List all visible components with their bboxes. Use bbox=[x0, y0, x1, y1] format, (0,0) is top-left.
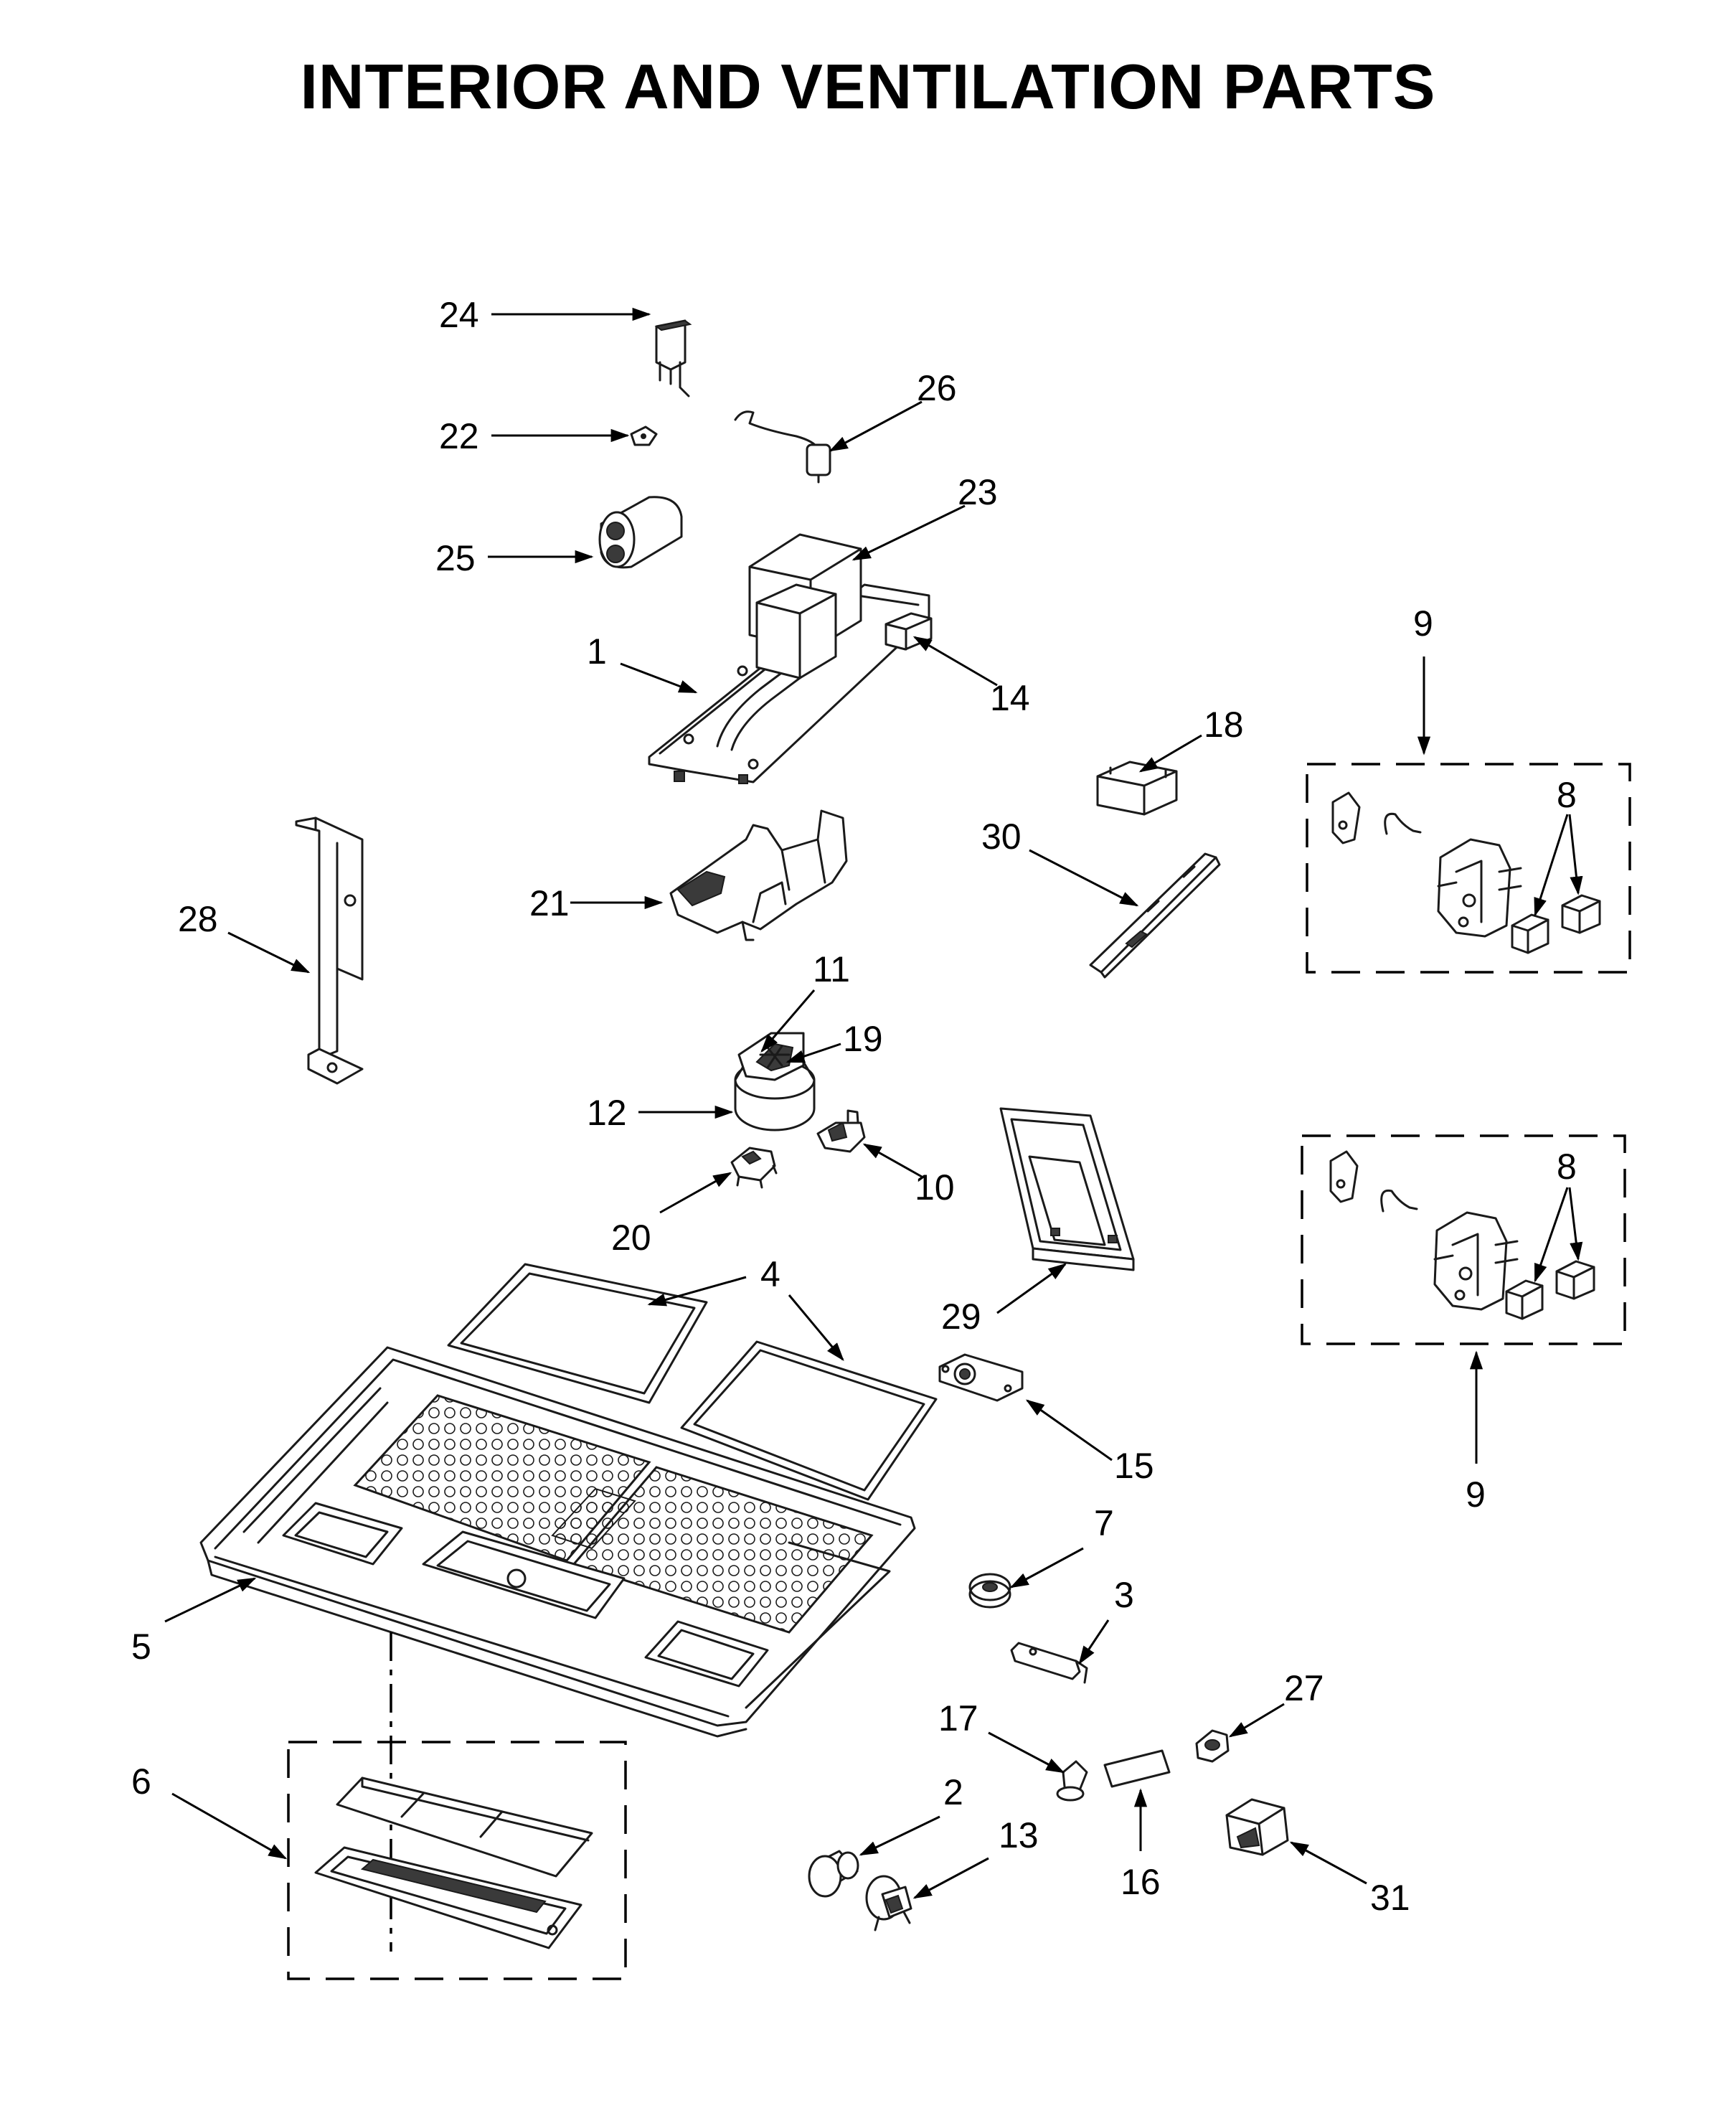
part-8-switch-upper-b bbox=[1561, 894, 1601, 934]
callout-26: 26 bbox=[917, 368, 957, 408]
part-26-wire-harness bbox=[734, 410, 831, 484]
part-23-transformer bbox=[748, 533, 862, 679]
part-8-switch-lower-a bbox=[1505, 1279, 1544, 1320]
part-5-bottom-plate bbox=[199, 1346, 916, 1738]
callout-18: 18 bbox=[1204, 705, 1244, 745]
group-box-9-upper bbox=[1306, 763, 1631, 974]
callout-10: 10 bbox=[915, 1167, 955, 1208]
callout-8-lower: 8 bbox=[1557, 1147, 1577, 1187]
callout-14: 14 bbox=[990, 678, 1030, 718]
callout-5: 5 bbox=[131, 1627, 151, 1667]
callout-2: 2 bbox=[943, 1772, 963, 1812]
part-6-light-lens bbox=[314, 1776, 593, 1949]
callout-3: 3 bbox=[1114, 1575, 1134, 1615]
callout-16: 16 bbox=[1121, 1862, 1161, 1902]
callout-9-upper: 9 bbox=[1413, 603, 1433, 644]
callout-25: 25 bbox=[435, 538, 476, 578]
part-21-air-guide bbox=[669, 809, 848, 941]
part-22-clip bbox=[630, 425, 658, 446]
part-25-capacitor bbox=[598, 496, 683, 569]
part-30-bracket bbox=[1089, 852, 1221, 979]
callout-4: 4 bbox=[760, 1254, 780, 1294]
part-13-lamp-socket bbox=[865, 1875, 912, 1931]
part-8-switch-upper-a bbox=[1511, 913, 1549, 954]
callout-27: 27 bbox=[1284, 1668, 1324, 1708]
part-18-filter-box bbox=[1096, 761, 1178, 816]
callout-31: 31 bbox=[1370, 1878, 1410, 1918]
part-4-filter-left bbox=[447, 1263, 708, 1404]
group-box-6 bbox=[287, 1741, 627, 1980]
callout-12: 12 bbox=[587, 1093, 627, 1133]
part-17-elbow-fitting bbox=[1056, 1760, 1088, 1802]
part-19-fan-blade bbox=[737, 1032, 805, 1081]
page-title: INTERIOR AND VENTILATION PARTS bbox=[300, 51, 1436, 122]
part-24-thermal-cutoff bbox=[654, 319, 692, 397]
callout-21: 21 bbox=[529, 883, 570, 923]
callout-22: 22 bbox=[439, 416, 479, 456]
group-box-9-lower bbox=[1301, 1134, 1626, 1345]
callout-17: 17 bbox=[938, 1698, 978, 1738]
callout-7: 7 bbox=[1094, 1503, 1114, 1543]
callout-29: 29 bbox=[941, 1296, 981, 1337]
callout-11: 11 bbox=[813, 949, 850, 989]
callout-13: 13 bbox=[999, 1815, 1039, 1855]
part-27-connector bbox=[1195, 1729, 1230, 1763]
part-31-switch-bracket bbox=[1225, 1798, 1289, 1856]
part-16-tube bbox=[1103, 1749, 1171, 1788]
callout-9-lower: 9 bbox=[1466, 1474, 1486, 1515]
part-28-vent-bracket bbox=[295, 817, 364, 1085]
part-15-light-socket bbox=[938, 1353, 1024, 1402]
part-2-socket bbox=[808, 1850, 859, 1898]
callout-19: 19 bbox=[843, 1019, 883, 1059]
part-4-filter-right bbox=[680, 1340, 938, 1501]
callout-labels: 24 22 26 25 23 1 14 9 18 8 30 28 21 11 1… bbox=[131, 295, 1577, 1918]
part-20-switch bbox=[730, 1147, 778, 1189]
callout-24: 24 bbox=[439, 295, 479, 335]
callout-1: 1 bbox=[587, 631, 607, 672]
callout-20: 20 bbox=[611, 1218, 651, 1258]
callout-8-upper: 8 bbox=[1557, 775, 1577, 815]
leader-lines bbox=[164, 307, 1583, 1899]
callout-23: 23 bbox=[958, 472, 998, 512]
callout-28: 28 bbox=[178, 899, 218, 939]
part-9-interlock-assembly-lower bbox=[1329, 1150, 1519, 1311]
part-8-switch-lower-b bbox=[1555, 1260, 1595, 1300]
callout-15: 15 bbox=[1114, 1446, 1154, 1486]
part-29-damper bbox=[999, 1107, 1135, 1271]
callout-6: 6 bbox=[131, 1761, 151, 1802]
callout-30: 30 bbox=[981, 817, 1022, 857]
part-10-thermostat bbox=[816, 1109, 866, 1153]
part-9-interlock-assembly-upper bbox=[1331, 791, 1522, 938]
part-3-bracket bbox=[1010, 1642, 1088, 1684]
part-7-grommet bbox=[968, 1573, 1011, 1609]
